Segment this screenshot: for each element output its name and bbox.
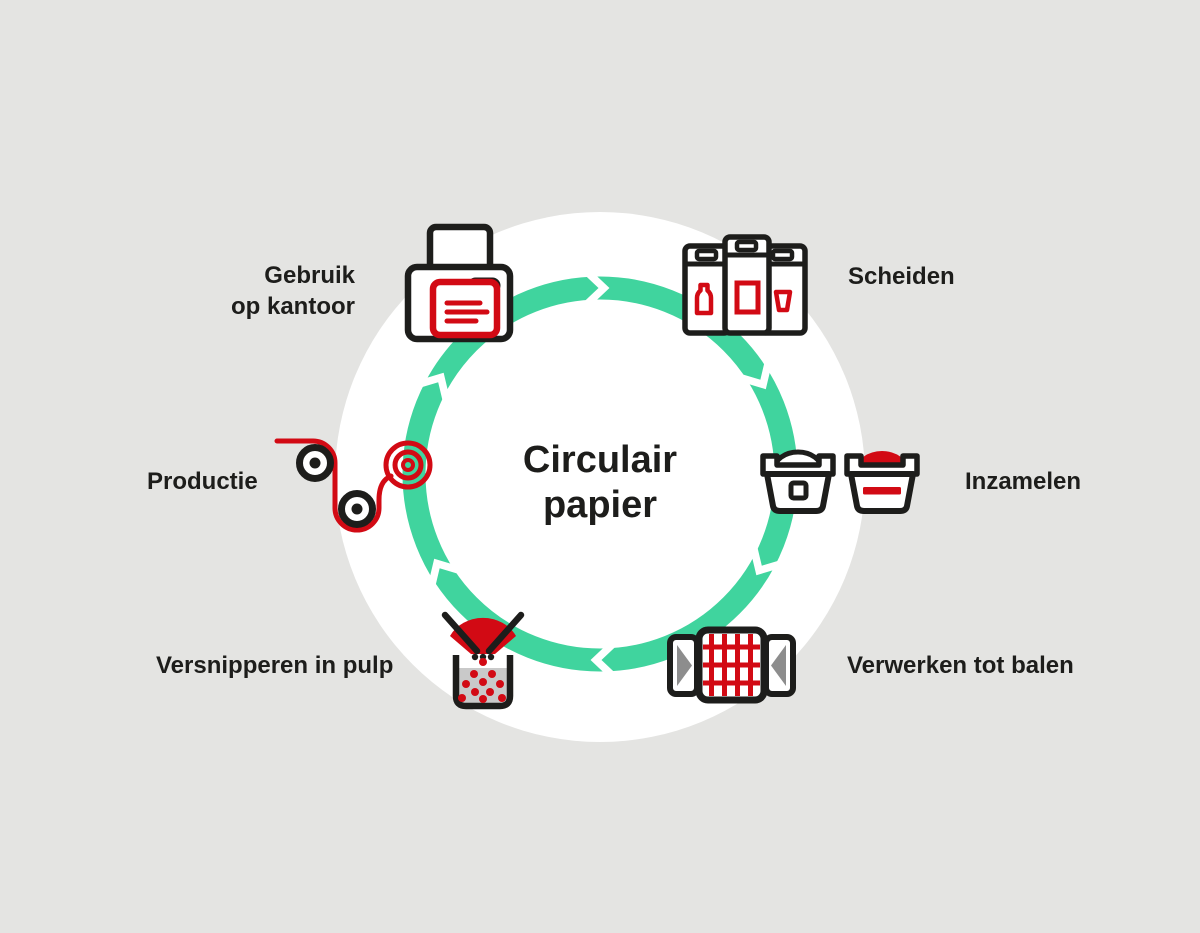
collection-containers-icon <box>760 449 920 514</box>
press-plate-left <box>677 645 692 686</box>
funnel-paper-pile <box>450 617 516 654</box>
stage-label-versnipperen-in-pulp: Versnipperen in pulp <box>156 652 394 679</box>
stage-label-gebruik-op-kantoor: Gebruik op kantoor <box>231 262 355 320</box>
paper-web <box>274 438 394 533</box>
bottle-glyph <box>694 282 714 316</box>
waste-bins-icon <box>682 234 808 336</box>
stage-label-scheiden: Scheiden <box>848 263 955 290</box>
box-glyph <box>734 280 761 315</box>
pulp-shredder-icon <box>441 611 525 710</box>
container-full <box>844 451 920 514</box>
cup-glyph <box>773 289 793 313</box>
container-empty <box>760 449 836 514</box>
pulp-shreds <box>458 658 506 703</box>
press-plate-right <box>771 645 786 686</box>
paper-roll-machine-icon <box>274 438 433 533</box>
stage-label-productie: Productie <box>147 468 258 495</box>
diagram-title: Circulair papier <box>522 439 678 526</box>
shredder-slot-dots <box>471 653 495 661</box>
paper-bale-icon <box>667 626 796 704</box>
printer-icon <box>404 223 514 343</box>
paper-roll <box>383 440 433 490</box>
bale-straps <box>703 634 760 696</box>
stage-label-inzamelen: Inzamelen <box>965 468 1082 495</box>
stage-label-verwerken-tot-balen: Verwerken tot balen <box>847 652 1074 679</box>
ring-arrow-cuts <box>416 268 784 680</box>
